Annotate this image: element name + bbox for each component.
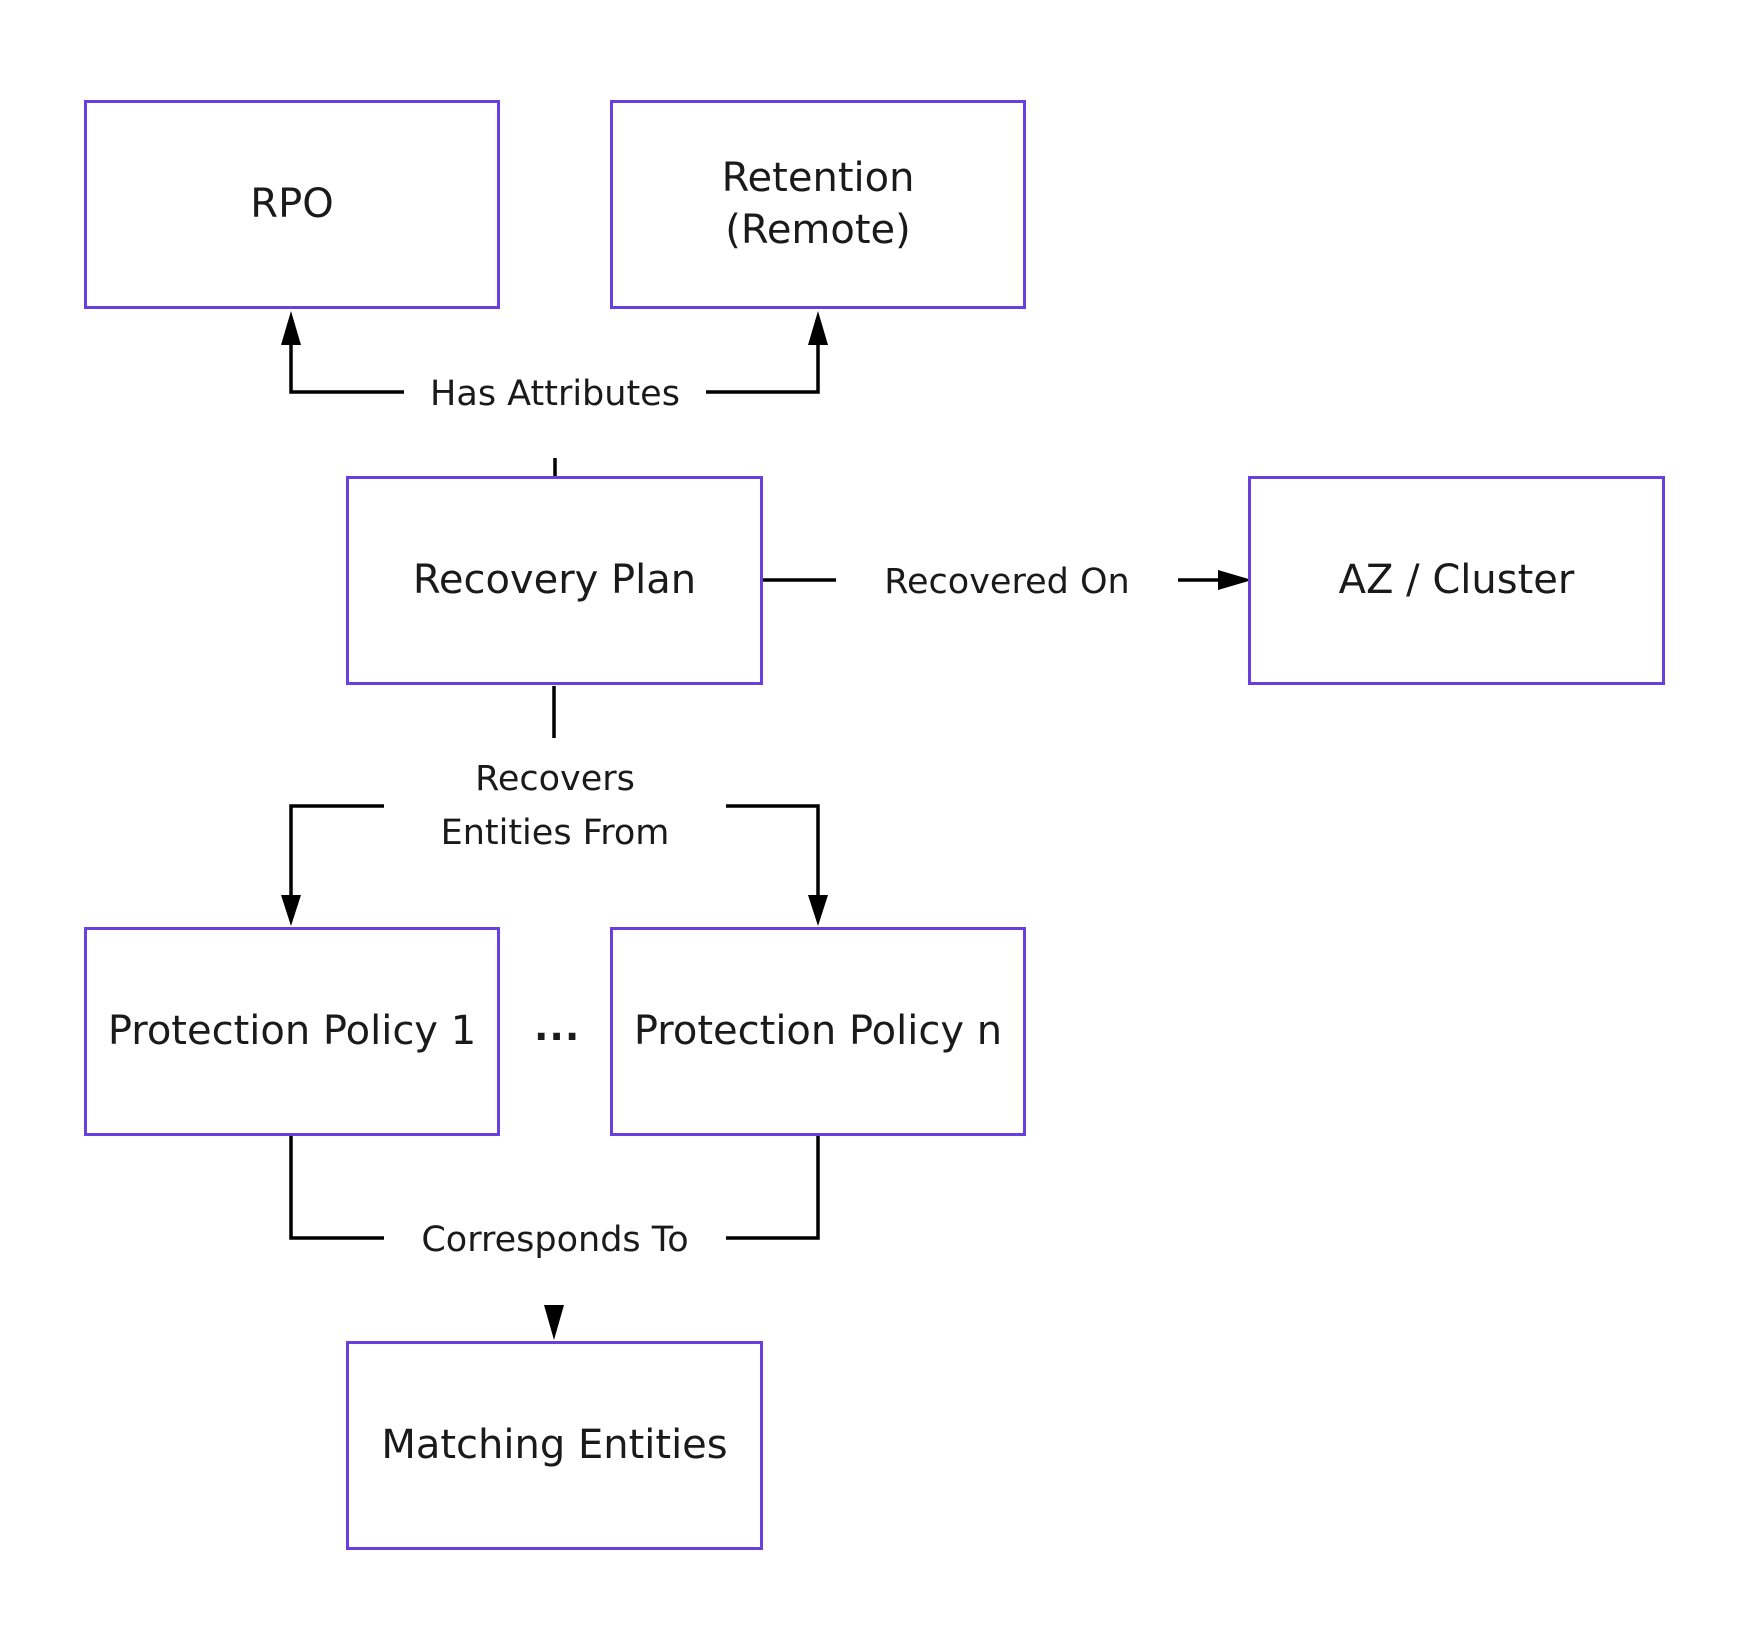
connector-from-policy-1 (289, 1136, 384, 1240)
node-protection-policy-1: Protection Policy 1 (84, 927, 500, 1136)
label-recovered-on: Recovered On (840, 555, 1174, 610)
label-recovers-entities-from: Recovers Entities From (388, 752, 722, 861)
connector-to-policy-1 (289, 804, 384, 895)
connector-to-retention (706, 345, 820, 394)
node-protection-policy-n: Protection Policy n (610, 927, 1026, 1136)
node-retention-remote: Retention (Remote) (610, 100, 1026, 309)
label-corresponds-to: Corresponds To (388, 1213, 722, 1268)
connector-to-policy-n (726, 804, 820, 895)
node-recovery-plan: Recovery Plan (346, 476, 763, 685)
arrowhead-retention (808, 311, 828, 345)
node-matching-entities: Matching Entities (346, 1341, 763, 1550)
arrowhead-rpo (281, 311, 301, 345)
label-has-attributes: Has Attributes (404, 367, 706, 422)
connector-from-policy-n (726, 1136, 820, 1240)
arrowhead-matching-entities (544, 1305, 564, 1340)
arrowhead-policy-n (808, 895, 828, 926)
node-rpo: RPO (84, 100, 500, 309)
node-az-cluster: AZ / Cluster (1248, 476, 1665, 685)
arrowhead-policy-1 (281, 895, 301, 926)
ellipsis-between-policies: ... (534, 1005, 581, 1049)
connector-to-rpo (289, 345, 404, 394)
arrowhead-az-cluster (1218, 570, 1252, 590)
